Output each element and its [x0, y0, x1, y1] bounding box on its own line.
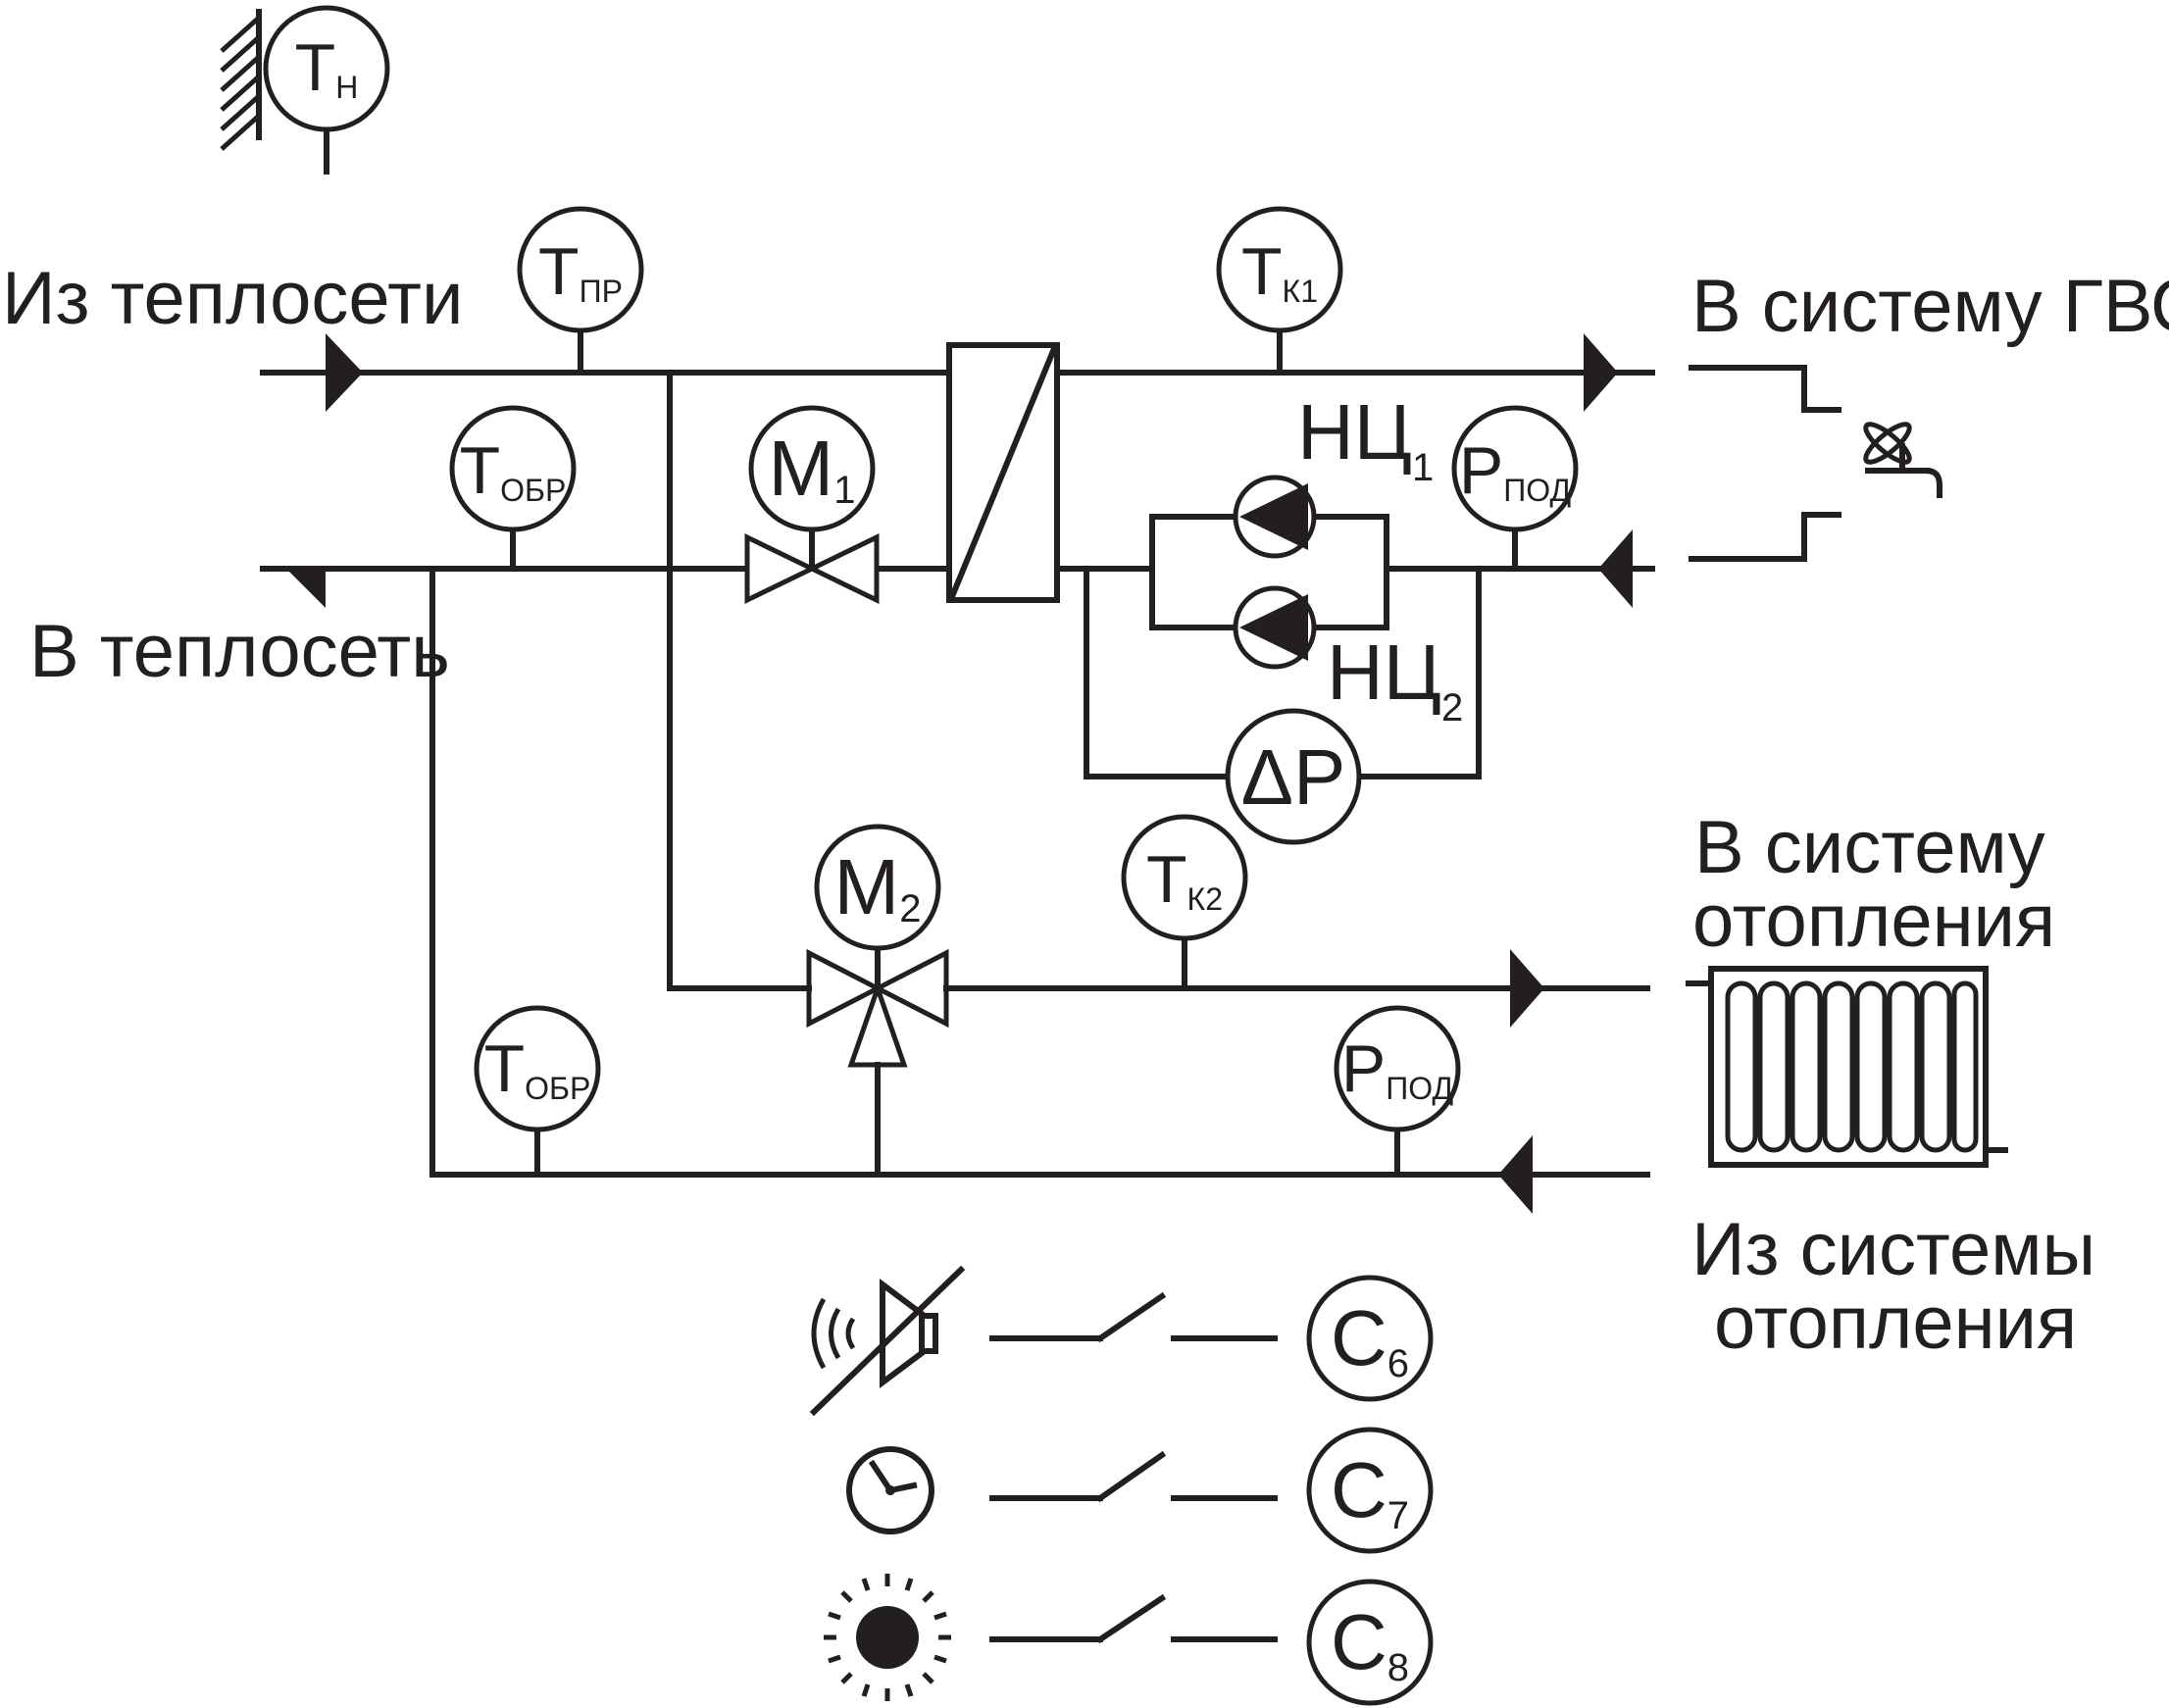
- label-to-heating-1: В систему: [1694, 806, 2045, 889]
- arrow-dhw-return-in: [1598, 529, 1633, 608]
- sensor-tn: ТН: [295, 30, 359, 105]
- differential-pressure-sensor: ΔР: [1225, 708, 1362, 845]
- sensor-tobr-2: ТОБР: [474, 1005, 601, 1178]
- svg-text:С7: С7: [1331, 1446, 1409, 1537]
- arrow-supply-in: [326, 333, 363, 412]
- actuator-m2: М2: [834, 843, 922, 930]
- sensor-tpr: ТПР: [517, 206, 644, 376]
- sun-icon: [824, 1574, 951, 1701]
- svg-text:ΔР: ΔР: [1241, 733, 1346, 821]
- svg-text:ТК2: ТК2: [1146, 842, 1223, 917]
- sensor-tk1: ТК1: [1216, 206, 1343, 376]
- svg-text:С6: С6: [1331, 1294, 1409, 1385]
- svg-text:ТОБР: ТОБР: [484, 1031, 591, 1106]
- svg-text:ТК1: ТК1: [1241, 234, 1318, 309]
- flow-arrows: [286, 333, 1633, 1214]
- input-c8: С8: [1306, 1579, 1434, 1706]
- label-to-heating-2: отопления: [1692, 879, 2055, 963]
- label-from-network: Из теплосети: [2, 257, 463, 340]
- three-way-valve-icon: М2: [806, 824, 949, 1068]
- svg-text:ТПР: ТПР: [538, 234, 623, 309]
- two-way-valve-icon: М1: [744, 405, 880, 604]
- label-from-heating-2: отопления: [1714, 1281, 2077, 1365]
- radiator-icon: [1686, 966, 2008, 1168]
- svg-text:ТОБР: ТОБР: [460, 433, 567, 508]
- arrow-heating-out: [1510, 949, 1544, 1028]
- sensor-ppod-1: РПОД: [1451, 405, 1579, 572]
- svg-text:РПОД: РПОД: [1459, 433, 1572, 508]
- label-to-dhw: В систему ГВС: [1691, 265, 2169, 348]
- arrow-heating-return-in: [1498, 1135, 1533, 1214]
- actuator-m1: М1: [769, 425, 856, 512]
- facade-sensor-icon: ТН: [220, 5, 390, 175]
- switch-icon: [989, 1291, 1278, 1343]
- arrow-dhw-out: [1584, 333, 1618, 412]
- sensor-tk2: ТК2: [1121, 814, 1248, 991]
- clock-icon: [846, 1446, 934, 1534]
- sensor-tobr-1: ТОБР: [449, 405, 577, 572]
- pump-nc2-label: НЦ2: [1327, 628, 1463, 729]
- pump-nc1-label: НЦ1: [1297, 388, 1434, 489]
- switch-icon: [989, 1593, 1278, 1644]
- svg-text:С8: С8: [1331, 1598, 1409, 1689]
- pump-icon: [1233, 475, 1317, 670]
- sensor-ppod-2: РПОД: [1334, 1005, 1461, 1178]
- heat-exchanger-icon: [946, 342, 1060, 603]
- input-c6: С6: [1306, 1275, 1434, 1402]
- svg-text:РПОД: РПОД: [1341, 1031, 1454, 1106]
- arrow-return-out: [286, 529, 326, 608]
- input-c7: С7: [1306, 1427, 1434, 1554]
- muted-speaker-icon: [809, 1265, 966, 1417]
- label-to-network: В теплосеть: [29, 610, 450, 693]
- label-from-heating-1: Из системы: [1691, 1208, 2095, 1291]
- switch-icon: [989, 1450, 1278, 1503]
- faucet-icon: [1689, 365, 1942, 562]
